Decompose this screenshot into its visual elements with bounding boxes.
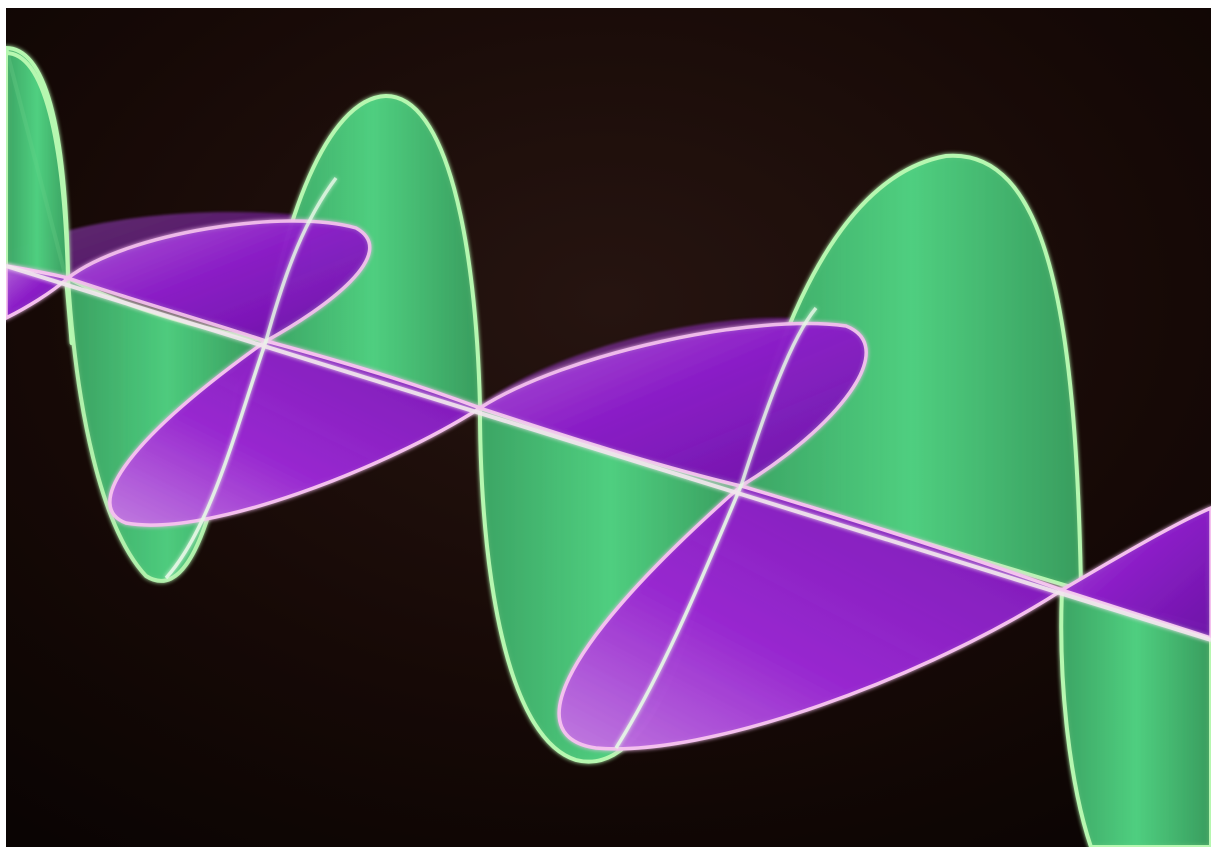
em-wave-photo	[6, 8, 1211, 847]
